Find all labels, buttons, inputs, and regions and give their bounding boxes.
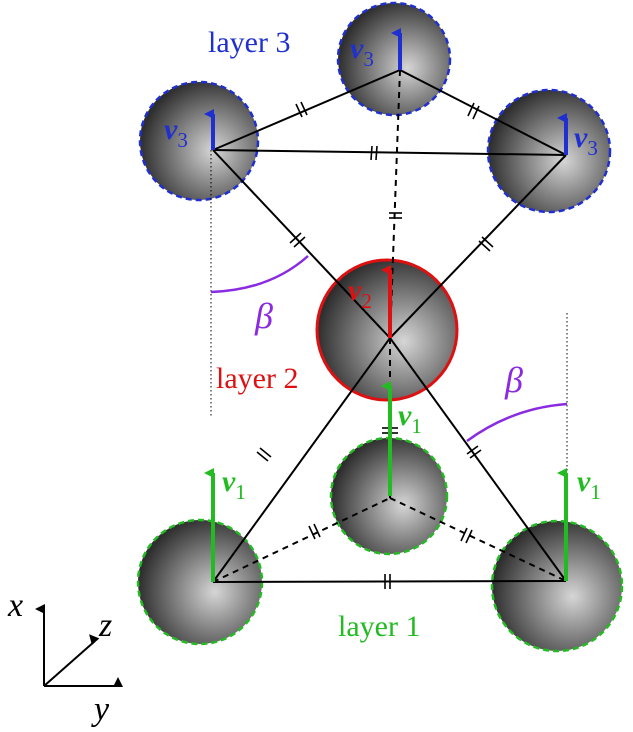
sphere-layer3-left bbox=[138, 80, 260, 202]
label-v1-right: v1 bbox=[577, 465, 601, 504]
beta-label-lower: β bbox=[504, 360, 523, 400]
velocity-arrows bbox=[204, 28, 568, 582]
beta-label-upper: β bbox=[254, 296, 273, 336]
bond-l3-left-right bbox=[212, 149, 567, 156]
axis-y-label: y bbox=[91, 691, 110, 727]
bond-center-l1right bbox=[389, 337, 567, 582]
label-v3-back: v3 bbox=[350, 32, 374, 71]
reference-lines bbox=[210, 150, 568, 581]
label-v3-left: v3 bbox=[164, 113, 188, 152]
layer3-label: layer 3 bbox=[208, 26, 290, 59]
velocity-labels: v3 v3 v3 v2 v1 v1 v1 bbox=[164, 32, 601, 504]
layer1-label: layer 1 bbox=[338, 610, 420, 643]
sphere-layer3-right bbox=[486, 88, 612, 214]
bond-l3-back-right bbox=[399, 69, 567, 156]
sphere-layer1-right bbox=[490, 519, 624, 653]
label-v1-back: v1 bbox=[398, 399, 422, 438]
spheres bbox=[136, 1, 624, 653]
axis-z-arrow bbox=[43, 634, 100, 687]
coordinate-axes bbox=[35, 604, 123, 687]
beta-arc-upper bbox=[210, 255, 309, 294]
axis-x-label: x bbox=[7, 587, 23, 624]
label-v1-left: v1 bbox=[222, 465, 246, 504]
label-v2: v2 bbox=[348, 274, 372, 313]
beta-arcs bbox=[210, 255, 568, 443]
bond-l3right-center bbox=[389, 154, 567, 339]
sphere-layer3-back bbox=[336, 1, 452, 117]
label-v3-right: v3 bbox=[574, 121, 598, 160]
bond-l3left-center bbox=[212, 149, 391, 339]
sphere-layer2 bbox=[315, 258, 459, 402]
bonds bbox=[212, 69, 567, 583]
bond-l3-left-back bbox=[212, 69, 401, 151]
axis-z-label: z bbox=[98, 607, 112, 644]
bond-center-l1left bbox=[212, 337, 391, 583]
layer2-label: layer 2 bbox=[216, 362, 298, 395]
beta-arc-lower bbox=[466, 402, 568, 443]
equality-ticks bbox=[256, 101, 494, 589]
